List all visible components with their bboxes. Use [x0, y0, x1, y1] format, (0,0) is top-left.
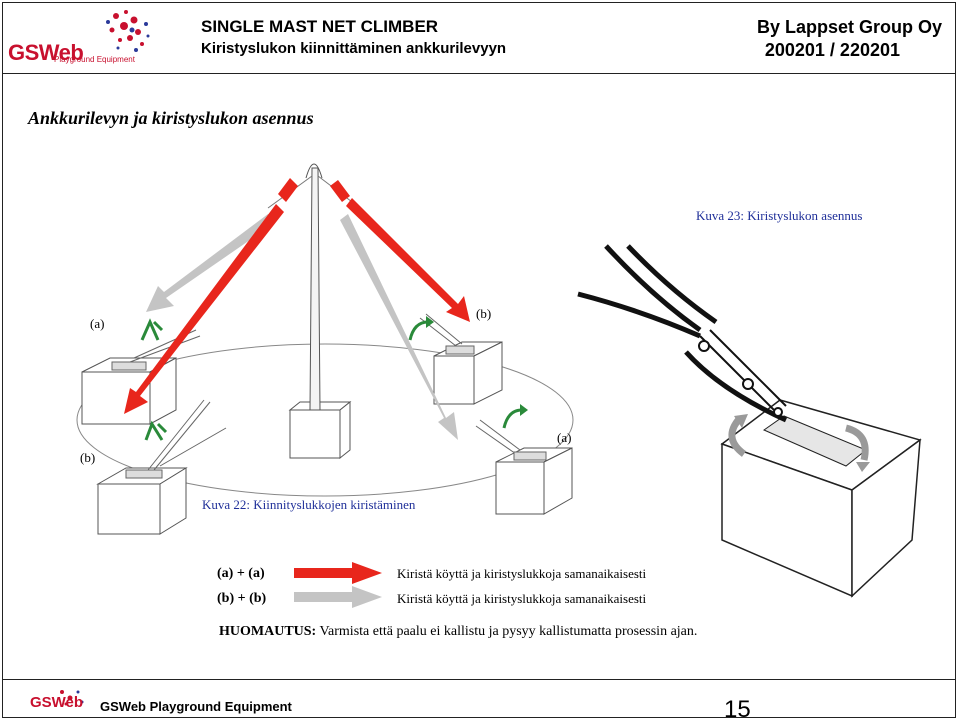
fig22-label-a-bottom-right: (a)	[557, 430, 572, 445]
company-name: By Lappset Group Oy	[756, 17, 942, 37]
fig22-label-b-top-right: (b)	[476, 306, 492, 321]
grey-arrow-left	[146, 214, 276, 312]
legend-grey-arrow	[294, 586, 382, 608]
gsweb-logo	[8, 6, 178, 70]
logo-dots-icon	[106, 10, 150, 52]
mast-pole	[305, 163, 323, 411]
tensioner-bottom-right	[475, 419, 547, 461]
tensioner-bottom-left	[125, 399, 227, 479]
legend-key-a: (a) + (a)	[217, 566, 265, 581]
red-arrow-left	[124, 178, 298, 414]
grey-arrow-right	[340, 214, 458, 440]
fig23-rotate-right-icon	[844, 424, 870, 472]
fig22-label-a-top-left: (a)	[90, 316, 105, 331]
footer-divider	[2, 679, 956, 680]
note-text: Varmista että paalu ei kallistu ja pysyy…	[316, 624, 698, 639]
footer-logo-wordmark: GSWeb	[30, 694, 84, 711]
logo-subtitle: Playground Equipment	[54, 55, 135, 64]
product-subtitle: Kiristyslukon kiinnittäminen ankkurilevy…	[201, 40, 507, 57]
rotate-icon-top-left	[140, 318, 164, 341]
product-code: 200201 / 220201	[764, 40, 900, 60]
red-arrow-right	[330, 180, 470, 322]
anchor-block-bottom-left	[96, 467, 188, 535]
section-title: Ankkurilevyn ja kiristyslukon asennus	[28, 108, 314, 128]
fig23-ropes	[577, 244, 788, 423]
rotate-icon-bottom-left	[144, 420, 168, 441]
legend-text-a: Kiristä köyttä ja kiristyslukkoja samana…	[397, 566, 647, 581]
fig23-anchor-block	[720, 399, 922, 598]
fig23-tensioner	[698, 329, 787, 417]
ground-circle	[76, 343, 574, 497]
note: HUOMAUTUS: Varmista että paalu ei kallis…	[219, 624, 697, 640]
footer-company: GSWeb Playground Equipment	[100, 699, 292, 714]
fig23-caption: Kuva 23: Kiristyslukon asennus	[696, 208, 863, 223]
legend-key-b: (b) + (b)	[217, 591, 267, 606]
product-title: SINGLE MAST NET CLIMBER	[201, 17, 439, 36]
mast-base-block	[288, 400, 352, 460]
tensioner-top-right	[419, 313, 475, 355]
page-number: 15	[724, 696, 751, 723]
logo-wordmark: GSWeb	[8, 40, 84, 65]
note-label: HUOMAUTUS:	[219, 624, 317, 639]
rotate-icon-bottom-right	[502, 404, 528, 429]
fig22-label-b-bottom-left: (b)	[80, 450, 96, 465]
footer-logo-dots-icon	[60, 690, 84, 706]
legend-text-b: Kiristä köyttä ja kiristyslukkoja samana…	[397, 591, 647, 606]
legend-red-arrow	[294, 562, 382, 584]
header-divider	[2, 73, 956, 74]
fig22-caption: Kuva 22: Kiinnityslukkojen kiristäminen	[202, 497, 416, 512]
rotate-icon-top-right	[408, 316, 434, 341]
fig23-rotate-left-icon	[728, 414, 748, 457]
